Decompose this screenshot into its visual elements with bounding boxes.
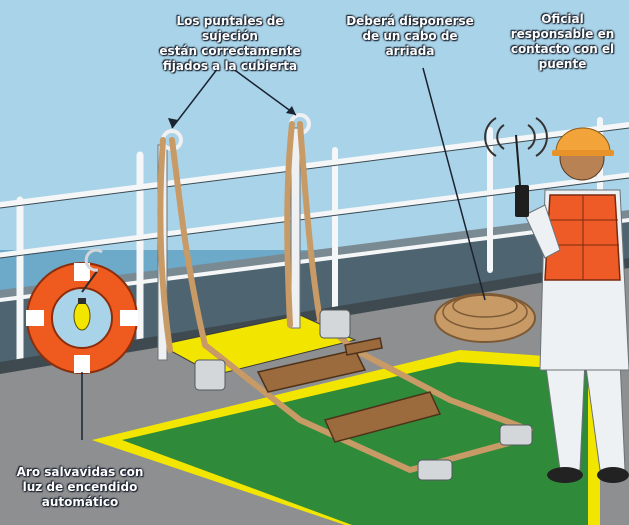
ladder-steps (256, 337, 442, 443)
officer (484, 117, 629, 483)
deck-fittings (194, 309, 533, 481)
callout-leader-lines (81, 67, 486, 440)
ladder-side-ropes (157, 121, 533, 474)
leader-arrowheads (168, 106, 296, 128)
coiled-rope (434, 293, 536, 343)
label-officer: Oficial responsable en contacto con el p… (510, 12, 615, 71)
label-stanchions: Los puntales de sujeción están correctam… (159, 14, 301, 73)
label-lifebuoy: Aro salvavidas con luz de encendido auto… (16, 465, 144, 509)
label-rope: Deberá disponerse de un cabo de arriada (346, 14, 474, 58)
deck-edge (0, 258, 629, 374)
